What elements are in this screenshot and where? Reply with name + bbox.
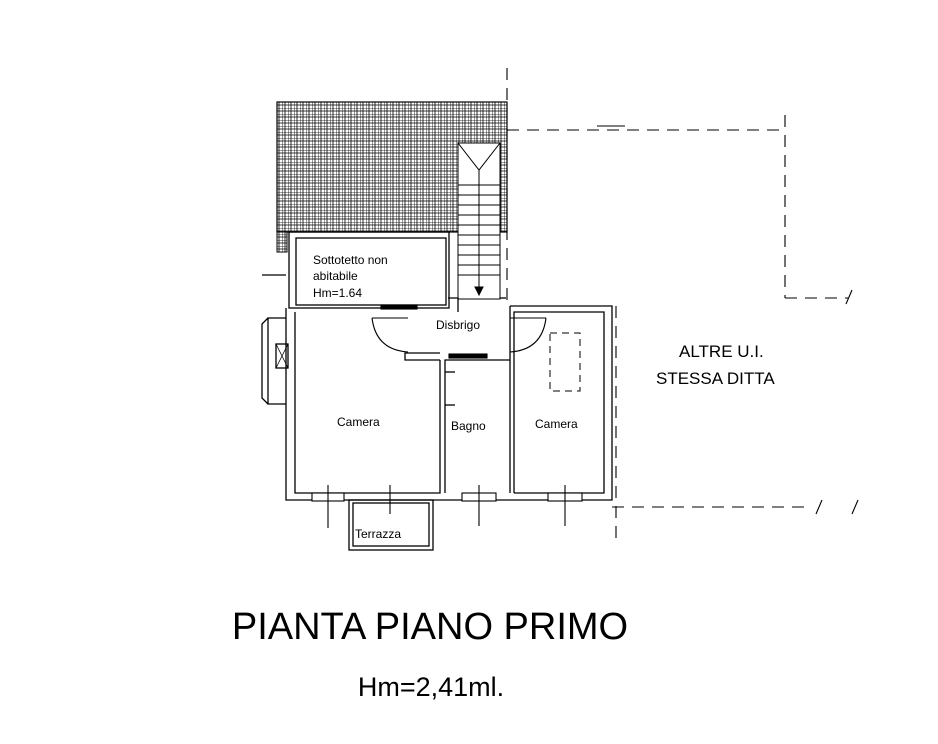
sottotetto-height-label: Hm=1.64 <box>313 286 362 300</box>
bagno-label: Bagno <box>451 419 486 433</box>
staircase <box>456 142 502 300</box>
other-units-label-line2: STESSA DITTA <box>656 369 775 388</box>
terrazza-label: Terrazza <box>355 527 401 541</box>
other-units-label-line1: ALTRE U.I. <box>679 342 764 361</box>
plan-title: PIANTA PIANO PRIMO <box>231 606 629 648</box>
camera-right-label: Camera <box>535 417 578 431</box>
plan-height-subtitle: Hm=2,41ml. <box>357 672 505 702</box>
doors <box>371 304 547 359</box>
break-marks <box>597 125 859 515</box>
sottotetto-label-line2: abitabile <box>313 269 358 283</box>
windows <box>311 485 583 528</box>
sottotetto-label-line1: Sottotetto non <box>313 253 388 267</box>
walls <box>261 231 613 551</box>
floor-plan: Sottotetto non abitabile Hm=1.64 Disbrig… <box>261 68 859 551</box>
boundary-lines <box>506 68 848 540</box>
disbrigo-label: Disbrigo <box>436 318 480 332</box>
bed-outline <box>549 332 581 392</box>
camera-left-label: Camera <box>337 415 380 429</box>
